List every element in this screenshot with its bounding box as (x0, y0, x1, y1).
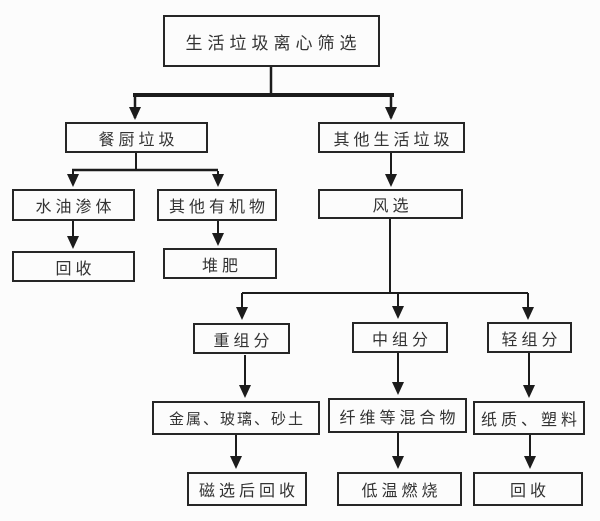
node-metal-glass-sand: 金属、玻璃、砂土 (152, 401, 320, 435)
node-compost: 堆肥 (163, 248, 277, 279)
node-paper-plastic: 纸质、塑料 (473, 401, 585, 435)
node-low-temp-burn: 低温燃烧 (337, 472, 462, 506)
node-recycle-right: 回收 (473, 472, 583, 506)
node-medium-fraction: 中组分 (352, 322, 448, 353)
node-light-fraction: 轻组分 (487, 322, 572, 353)
node-root: 生活垃圾离心筛选 (163, 15, 380, 67)
node-heavy-fraction: 重组分 (193, 323, 290, 354)
node-magnetic-recycle: 磁选后回收 (187, 472, 307, 506)
node-fiber-mixture: 纤维等混合物 (328, 398, 467, 433)
node-other-household-waste: 其他生活垃圾 (318, 122, 465, 153)
node-water-oil: 水油渗体 (12, 189, 135, 221)
node-recycle-left: 回收 (12, 251, 135, 282)
node-other-organics: 其他有机物 (157, 189, 277, 221)
node-kitchen-waste: 餐厨垃圾 (65, 122, 208, 153)
node-wind-sorting: 风选 (318, 189, 463, 219)
